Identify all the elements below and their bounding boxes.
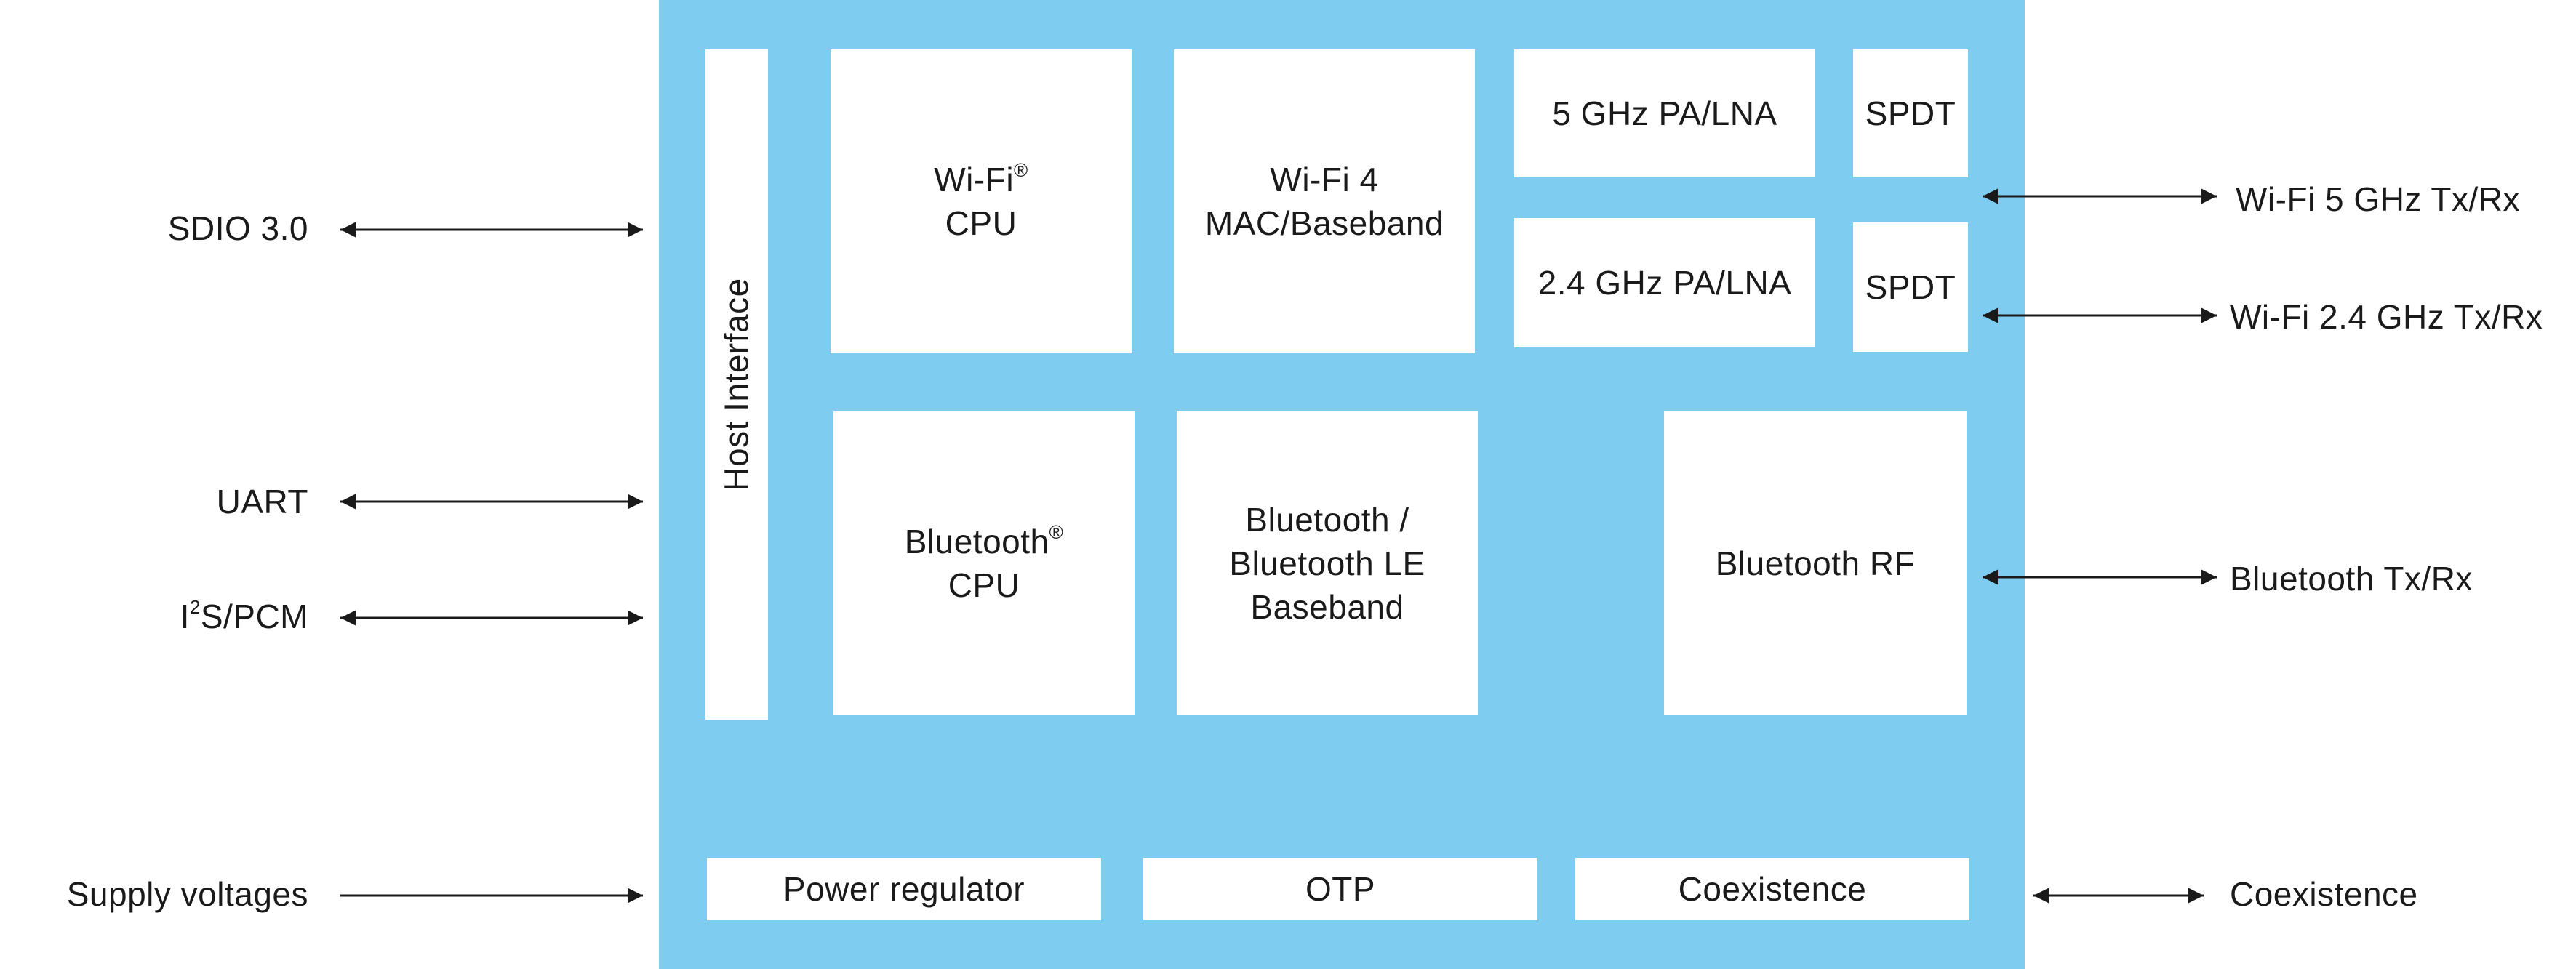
bluetooth-baseband-label-line3: Baseband	[1250, 588, 1404, 626]
wifi4-mac-label-line1: Wi-Fi 4	[1270, 161, 1379, 198]
bluetooth-baseband-label-line2: Bluetooth LE	[1229, 544, 1425, 582]
uart-label: UART	[216, 483, 308, 520]
supply-voltages-label: Supply voltages	[66, 875, 308, 913]
sdio-label: SDIO 3.0	[167, 209, 308, 247]
bluetooth-baseband-label-line1: Bluetooth /	[1245, 501, 1409, 539]
spdt-top-block: SPDT	[1853, 49, 1968, 177]
wifi4-mac-label-line2: MAC/Baseband	[1204, 204, 1444, 242]
spdt-top-label: SPDT	[1865, 95, 1956, 132]
pa-lna-24ghz-label: 2.4 GHz PA/LNA	[1537, 264, 1792, 302]
bluetooth-cpu-label-line1: Bluetooth®	[904, 520, 1064, 560]
coexistence-external-label: Coexistence	[2230, 875, 2418, 913]
spdt-bottom-label: SPDT	[1865, 268, 1956, 306]
registered-mark: ®	[1049, 520, 1064, 543]
i2s-superscript: 2	[189, 595, 201, 618]
bluetooth-rf-block: Bluetooth RF	[1664, 411, 1967, 715]
pa-lna-5ghz-block: 5 GHz PA/LNA	[1514, 49, 1815, 177]
wifi-cpu-label-line1: Wi-Fi®	[934, 158, 1028, 198]
spdt-bottom-block: SPDT	[1853, 222, 1968, 352]
power-regulator-block: Power regulator	[707, 858, 1101, 920]
wifi-5ghz-txrx-label: Wi-Fi 5 GHz Tx/Rx	[2236, 180, 2520, 218]
bluetooth-baseband-block: Bluetooth / Bluetooth LE Baseband	[1177, 411, 1478, 715]
i2s-pcm-label: I2S/PCM	[180, 595, 308, 635]
bluetooth-cpu-label-line2: CPU	[948, 566, 1020, 604]
wifi-cpu-label-line2: CPU	[945, 204, 1017, 242]
bluetooth-cpu-block: Bluetooth® CPU	[833, 411, 1135, 715]
host-interface-block: Host Interface	[705, 49, 768, 720]
registered-mark: ®	[1014, 158, 1028, 181]
otp-block: OTP	[1143, 858, 1537, 920]
wifi-cpu-block: Wi-Fi® CPU	[831, 49, 1132, 353]
coexistence-block-label: Coexistence	[1678, 870, 1867, 908]
wifi4-mac-baseband-block: Wi-Fi 4 MAC/Baseband	[1174, 49, 1475, 353]
pa-lna-24ghz-block: 2.4 GHz PA/LNA	[1514, 218, 1815, 347]
wifi-24ghz-txrx-label: Wi-Fi 2.4 GHz Tx/Rx	[2230, 298, 2543, 336]
otp-label: OTP	[1305, 870, 1376, 908]
bluetooth-txrx-label: Bluetooth Tx/Rx	[2230, 560, 2473, 598]
power-regulator-label: Power regulator	[783, 870, 1025, 908]
pa-lna-5ghz-label: 5 GHz PA/LNA	[1552, 95, 1777, 132]
bluetooth-rf-label: Bluetooth RF	[1715, 544, 1916, 582]
coexistence-block: Coexistence	[1575, 858, 1969, 920]
